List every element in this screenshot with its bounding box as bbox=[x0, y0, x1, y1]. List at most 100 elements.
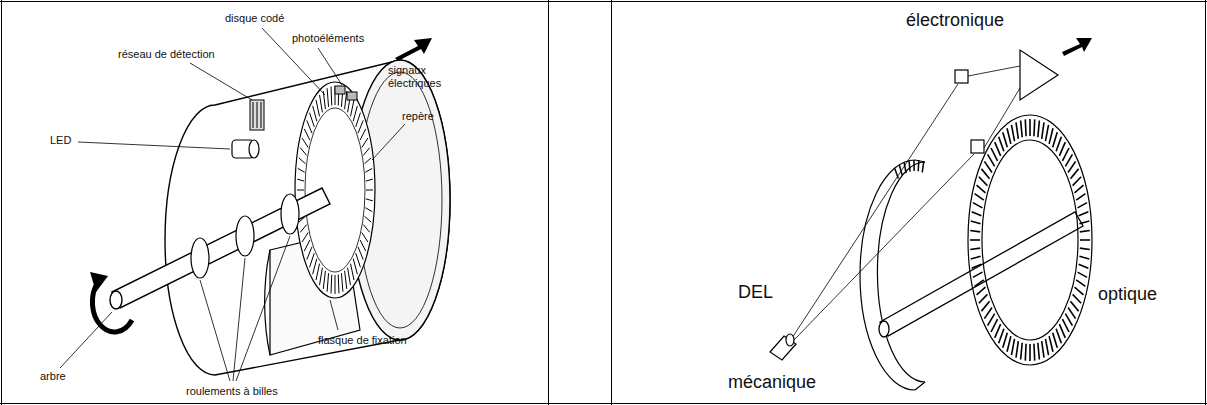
drawing-part bbox=[249, 140, 259, 158]
disc-tick bbox=[362, 138, 368, 148]
disc-tick bbox=[1056, 137, 1061, 151]
disc-tick bbox=[362, 233, 368, 243]
disc-tick bbox=[341, 273, 342, 292]
disc-tick bbox=[999, 137, 1004, 151]
disc-tick bbox=[999, 329, 1004, 343]
disc-tick bbox=[1007, 336, 1011, 352]
disc-tick bbox=[313, 259, 317, 274]
disc-tick bbox=[331, 275, 333, 294]
disc-tick bbox=[366, 179, 373, 181]
disc-tick bbox=[297, 190, 304, 191]
part-label: photoéléments bbox=[292, 32, 364, 45]
disc-tick bbox=[1079, 264, 1089, 268]
part-label: repère bbox=[402, 110, 434, 123]
part-label: disque codé bbox=[225, 12, 284, 25]
drawing-part bbox=[794, 154, 974, 340]
drawing-part bbox=[1, 0, 2, 405]
disc-tick bbox=[1042, 122, 1044, 139]
optical-disc-ticks bbox=[970, 119, 1090, 361]
block-label: électronique bbox=[906, 10, 1004, 31]
disc-tick bbox=[310, 253, 315, 267]
drawing-part bbox=[281, 194, 299, 234]
led bbox=[232, 140, 259, 158]
drawing-part bbox=[984, 88, 1020, 148]
drawing-part bbox=[92, 282, 132, 332]
disc-tick bbox=[300, 148, 306, 156]
disc-tick bbox=[1021, 120, 1023, 137]
disc-tick bbox=[360, 129, 366, 140]
disc-tick bbox=[1042, 341, 1044, 358]
disc-tick bbox=[316, 264, 320, 280]
block-label: mécanique bbox=[728, 372, 816, 393]
disc-tick bbox=[307, 247, 312, 260]
disc-tick bbox=[995, 324, 1001, 338]
disc-tick bbox=[972, 264, 982, 268]
disc-tick bbox=[1059, 324, 1065, 338]
drawing-part bbox=[335, 86, 345, 94]
signal-label: signaux électriques bbox=[388, 64, 450, 89]
disc-tick bbox=[1011, 339, 1014, 355]
disc-tick bbox=[1016, 122, 1018, 139]
disc-tick bbox=[970, 231, 980, 232]
disc-tick bbox=[348, 268, 351, 285]
drawing-part bbox=[330, 300, 338, 330]
ball-bearings bbox=[191, 194, 299, 278]
disc-tick bbox=[1053, 333, 1058, 348]
disc-tick bbox=[981, 169, 989, 179]
disc-tick bbox=[351, 100, 355, 116]
del-emitter bbox=[770, 334, 796, 360]
disc-tick bbox=[979, 177, 988, 186]
drawing-part bbox=[236, 236, 290, 381]
drawing-part bbox=[191, 238, 209, 278]
drawing-part bbox=[78, 142, 230, 149]
disc-tick bbox=[1070, 301, 1078, 311]
rotation-arrow bbox=[92, 282, 132, 332]
disc-tick bbox=[975, 280, 984, 287]
disc-tick bbox=[1045, 125, 1048, 141]
disc-tick bbox=[1073, 294, 1082, 303]
disc-tick bbox=[1059, 142, 1065, 156]
drawing-part bbox=[253, 102, 254, 128]
disc-tick bbox=[1073, 177, 1082, 186]
disc-tick bbox=[1011, 125, 1014, 141]
disc-tick bbox=[364, 158, 371, 164]
part-label: réseau de détection bbox=[118, 48, 215, 61]
disc-tick bbox=[988, 154, 995, 166]
disc-tick bbox=[363, 225, 369, 233]
optical-disc bbox=[968, 115, 1092, 365]
disc-tick bbox=[297, 179, 304, 181]
drawing-part bbox=[1205, 0, 1206, 405]
drawing-part bbox=[250, 100, 264, 130]
disc-tick bbox=[360, 240, 366, 251]
part-label: LED bbox=[50, 134, 71, 147]
disc-tick bbox=[1049, 336, 1053, 352]
disc-tick bbox=[1053, 132, 1058, 147]
disc-tick bbox=[1033, 119, 1035, 136]
grating-slit bbox=[913, 160, 915, 171]
disc-tick bbox=[366, 199, 373, 201]
disc-tick bbox=[975, 194, 984, 201]
drawing-part bbox=[0, 1, 1207, 2]
disc-tick bbox=[1078, 203, 1088, 208]
drawing-part bbox=[372, 124, 405, 160]
mechanical-grating bbox=[895, 160, 924, 178]
disc-tick bbox=[1076, 280, 1085, 287]
output-arrow bbox=[1062, 38, 1092, 56]
drawing-part bbox=[968, 115, 1092, 365]
disc-tick bbox=[971, 221, 981, 224]
disc-tick bbox=[1062, 319, 1068, 332]
disc-tick bbox=[1038, 343, 1040, 360]
disc-tick bbox=[304, 129, 310, 140]
disc-tick bbox=[1080, 231, 1090, 232]
disc-tick bbox=[1078, 272, 1088, 277]
electronics-amplifier bbox=[1020, 50, 1058, 100]
drawing-part bbox=[261, 102, 262, 128]
drawing-part bbox=[0, 403, 1207, 404]
disc-tick bbox=[335, 275, 336, 294]
disc-tick bbox=[320, 95, 323, 112]
disc-tick bbox=[981, 301, 989, 311]
drawing-part bbox=[879, 321, 889, 337]
disc-tick bbox=[988, 314, 995, 326]
